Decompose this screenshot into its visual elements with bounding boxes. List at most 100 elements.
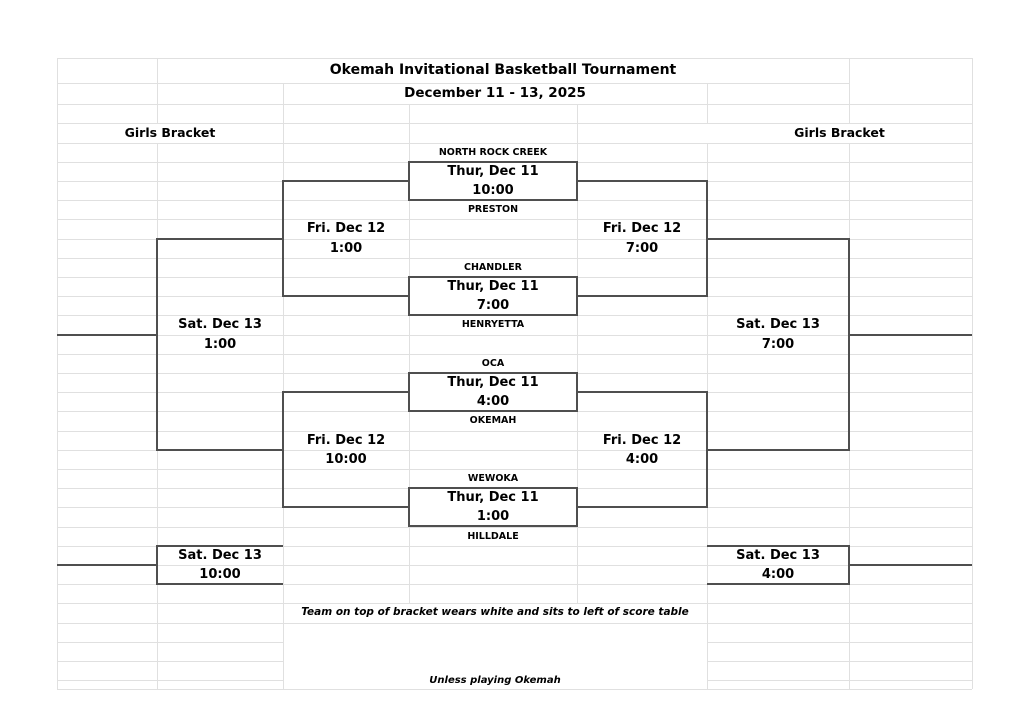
bracket-line <box>157 544 283 547</box>
game-1-day: Thur, Dec 11 <box>447 163 539 179</box>
game-2-time: 7:00 <box>476 298 510 314</box>
bracket-line <box>283 391 409 394</box>
grid-line <box>707 83 708 124</box>
bracket-line <box>848 544 850 586</box>
bracket-line <box>157 448 283 451</box>
bracket-label-right: Girls Bracket <box>794 125 885 141</box>
bracket-line <box>707 583 849 586</box>
grid-line <box>707 660 972 662</box>
bracket-line <box>849 563 972 566</box>
grid-line <box>157 58 158 124</box>
note-exception: Unless playing Okemah <box>429 674 561 686</box>
bracket-line <box>577 391 707 394</box>
game-box-3 <box>408 371 578 413</box>
bracket-line <box>706 179 708 298</box>
grid-line <box>57 334 972 336</box>
date-subtitle: December 11 - 13, 2025 <box>404 85 586 101</box>
bracket-line <box>707 237 849 240</box>
bracket-line <box>156 544 158 586</box>
bracket-line <box>282 391 284 509</box>
grid-line <box>57 353 972 355</box>
team-label-preston: PRESTON <box>467 204 519 216</box>
bracket-line <box>577 506 707 509</box>
right-semi-bottom-time: 4:00 <box>625 451 659 467</box>
team-label-henryetta: HENRYETTA <box>461 319 525 331</box>
bracket-line <box>577 295 707 298</box>
left-semi-bottom-time: 10:00 <box>325 451 367 467</box>
grid-line <box>57 58 58 689</box>
grid-line <box>57 257 972 259</box>
grid-line <box>283 83 284 689</box>
grid-line <box>57 603 972 605</box>
grid-line <box>57 142 972 144</box>
right-final-bottom-time: 4:00 <box>761 566 795 582</box>
grid-line <box>57 58 972 59</box>
grid-line <box>57 660 283 662</box>
game-3-time: 4:00 <box>476 394 510 410</box>
bracket-line <box>706 391 708 509</box>
right-semi-top-day: Fri. Dec 12 <box>602 221 682 237</box>
left-final-bottom-time: 10:00 <box>199 566 241 582</box>
game-2-day: Thur, Dec 11 <box>447 278 539 294</box>
right-final-bottom-day: Sat. Dec 13 <box>736 547 820 563</box>
bracket-line <box>57 333 157 336</box>
bracket-line <box>283 295 409 298</box>
grid-line <box>57 622 972 624</box>
game-4-day: Thur, Dec 11 <box>447 490 539 506</box>
team-label-oca: OCA <box>481 357 505 369</box>
grid-line <box>57 219 972 221</box>
right-semi-top-time: 7:00 <box>625 240 659 256</box>
right-final-top-time: 7:00 <box>761 336 795 352</box>
left-semi-top-time: 1:00 <box>329 240 363 256</box>
bracket-line <box>707 544 849 547</box>
grid-line <box>57 545 972 547</box>
game-3-day: Thur, Dec 11 <box>447 374 539 390</box>
right-semi-bottom-day: Fri. Dec 12 <box>602 432 682 448</box>
grid-line <box>57 689 972 690</box>
team-label-wewoka: WEWOKA <box>467 472 519 484</box>
bracket-label-left: Girls Bracket <box>124 125 216 141</box>
grid-line <box>57 641 283 643</box>
bracket-line <box>157 583 283 586</box>
grid-line <box>57 430 972 432</box>
right-final-top-day: Sat. Dec 13 <box>736 317 820 333</box>
grid-line <box>57 584 972 586</box>
grid-line <box>57 449 972 451</box>
game-box-1 <box>408 160 578 202</box>
grid-line <box>57 238 972 240</box>
game-box-4 <box>408 487 578 528</box>
left-semi-bottom-day: Fri. Dec 12 <box>306 432 386 448</box>
bracket-line <box>283 179 409 182</box>
grid-line <box>57 564 972 566</box>
bracket-line <box>57 563 157 566</box>
grid-line <box>57 123 972 125</box>
game-box-2 <box>408 275 578 317</box>
bracket-line <box>849 333 972 336</box>
team-label-hilldale: HILLDALE <box>467 530 519 542</box>
grid-line <box>57 83 849 84</box>
game-4-time: 1:00 <box>476 509 510 525</box>
grid-line <box>57 680 283 682</box>
bracket-line <box>157 237 283 240</box>
grid-line <box>409 104 410 604</box>
bracket-line <box>283 506 409 509</box>
team-label-north-rock-creek: NORTH ROCK CREEK <box>438 146 548 158</box>
grid-line <box>57 104 972 105</box>
bracket-line <box>577 179 707 182</box>
grid-line <box>707 641 972 643</box>
note-dress-code: Team on top of bracket wears white and s… <box>301 606 689 619</box>
grid-line <box>849 58 850 124</box>
bracket-line <box>848 237 850 451</box>
grid-line <box>577 104 578 604</box>
bracket-line <box>156 237 158 451</box>
left-final-bottom-day: Sat. Dec 13 <box>178 547 262 563</box>
page-title: Okemah Invitational Basketball Tournamen… <box>329 62 677 78</box>
left-final-top-day: Sat. Dec 13 <box>178 317 262 333</box>
grid-line <box>972 58 973 689</box>
bracket-line <box>282 179 284 298</box>
grid-line <box>707 680 972 682</box>
game-1-time: 10:00 <box>472 182 514 198</box>
team-label-chandler: CHANDLER <box>464 261 522 273</box>
grid-line <box>57 468 972 470</box>
